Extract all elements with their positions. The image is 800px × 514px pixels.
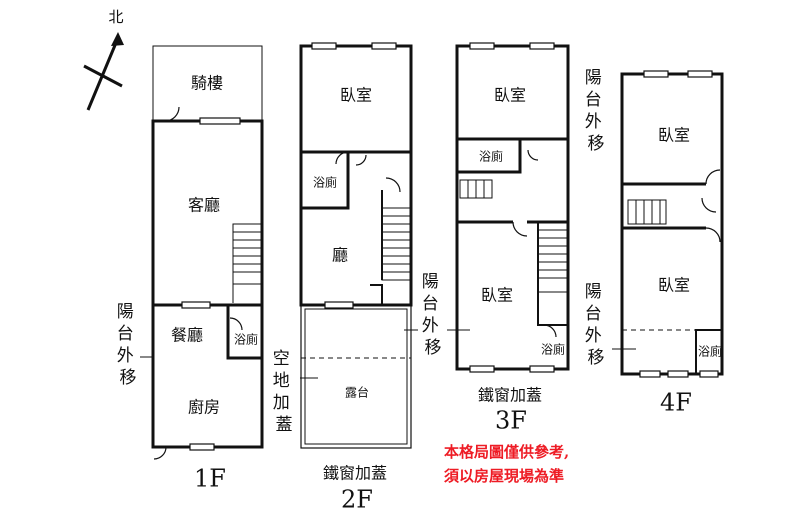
floor-2-vacant-note: 空 地 加 蓋	[273, 349, 295, 435]
floor-1-balcony-note: 陽 台 外 移	[117, 302, 139, 388]
disclaimer-line-2: 須以房屋現場為準	[443, 467, 564, 485]
compass-arrow-icon	[83, 32, 124, 111]
room-bedroom-2f: 臥室	[340, 86, 372, 105]
room-bath-4f: 浴廁	[698, 344, 722, 359]
floor-2-balcony-note: 陽 台 外 移	[422, 272, 444, 358]
floor-4-plan	[620, 70, 724, 378]
room-kitchen: 廚房	[188, 398, 220, 417]
floor-3-title: 3F	[495, 407, 527, 435]
room-bath-upper-3f: 浴廁	[479, 149, 503, 164]
floor-4-balcony-note: 陽 台 外 移	[585, 282, 607, 368]
room-hall-2f: 廳	[332, 246, 348, 265]
floor-2-plan	[299, 42, 413, 449]
floor-1-title: 1F	[194, 465, 226, 493]
room-bath-lower-3f: 浴廁	[541, 342, 565, 357]
room-bath-2f: 浴廁	[313, 175, 337, 190]
floor-1-plan	[151, 45, 264, 460]
compass-north-label: 北	[108, 8, 123, 26]
floor-3-window-note: 鐵窗加蓋	[478, 386, 542, 405]
disclaimer-line-1: 本格局圖僅供參考,	[444, 443, 569, 461]
floor-3-balcony-note: 陽 台 外 移	[585, 68, 607, 154]
floor-3-plan	[455, 42, 570, 373]
room-bedroom-back-3f: 臥室	[481, 286, 513, 305]
room-bath-1f: 浴廁	[234, 332, 258, 347]
floor-2-title: 2F	[341, 486, 373, 514]
room-bedroom-front-4f: 臥室	[658, 126, 690, 145]
room-arcade: 騎樓	[191, 74, 223, 93]
floor-2-window-note: 鐵窗加蓋	[323, 464, 387, 483]
room-living: 客廳	[188, 196, 220, 215]
floor-4-title: 4F	[660, 389, 692, 417]
room-terrace-2f: 露台	[345, 385, 369, 400]
room-bedroom-back-4f: 臥室	[658, 276, 690, 295]
room-dining: 餐廳	[171, 326, 203, 345]
room-bedroom-front-3f: 臥室	[494, 86, 526, 105]
